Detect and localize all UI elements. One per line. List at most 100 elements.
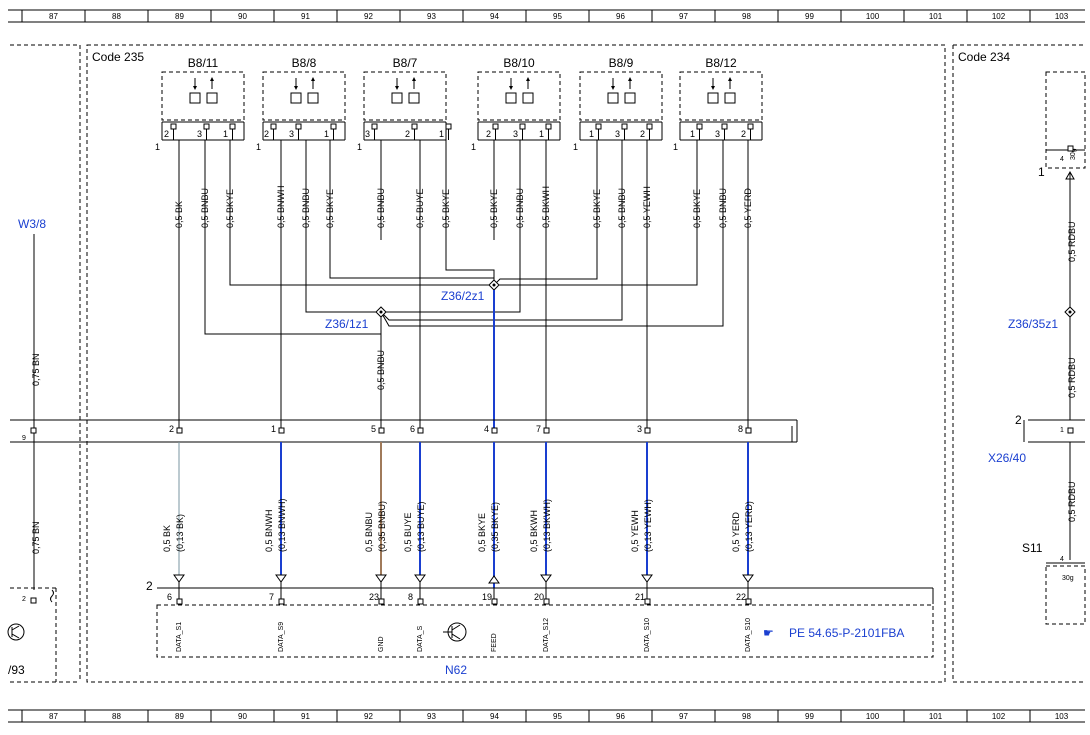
left-transistor-icon [7, 623, 25, 641]
ruler-number: 93 [427, 712, 436, 721]
ruler-number: 101 [929, 712, 943, 721]
x26-40-side: 2 [1015, 413, 1022, 427]
connector-pin: 1 [271, 424, 276, 434]
connector-pin: 6 [410, 424, 415, 434]
ruler-number: 103 [1055, 712, 1069, 721]
code-235-frame: Code 235 [10, 44, 946, 683]
upper-wire-label: 0,5 BNBU [301, 188, 311, 228]
mid-connector [10, 419, 798, 443]
sensor-pin: 1 [589, 129, 594, 139]
n62-signal: DATA_S1 [176, 622, 183, 652]
ruler-number: 96 [616, 12, 625, 21]
sensor-side-label: 1 [471, 142, 476, 152]
upper-wire-label: 0,5 BUYE [415, 188, 425, 228]
ruler-number: 102 [992, 712, 1006, 721]
n62-signal: DATA_S10 [644, 618, 651, 652]
splice-wiring [204, 240, 724, 335]
x26-40-label: X26/40 [988, 451, 1026, 465]
lower-wire-label-alt: (0,13 BK) [175, 514, 185, 552]
n62-pin: 8 [408, 592, 413, 602]
upper-wire-label: 0,5 BKYE [592, 189, 602, 228]
splice-z36-1z1: Z36/1z1 [325, 306, 387, 331]
sensor-pin: 1 [324, 129, 329, 139]
connector-pin: 8 [738, 424, 743, 434]
sensor-pin: 2 [164, 129, 169, 139]
upper-wire-label: 0,5 BKYE [325, 189, 335, 228]
n62-pin: 7 [269, 592, 274, 602]
ruler-number: 94 [490, 12, 499, 21]
lower-wire-label-alt: (0,13 YERD) [744, 501, 754, 552]
n62-pins: 6DATA_S17DATA_S923GND8DATA_S19FEED20DATA… [167, 588, 752, 652]
ruler-number: 97 [679, 12, 688, 21]
code-234-frame: Code 234 [952, 44, 1085, 683]
ruler-number: 103 [1055, 12, 1069, 21]
ruler-number: 100 [866, 12, 880, 21]
lower-wire-label-alt: (0,13 BNWH) [277, 498, 287, 552]
ruler-number: 96 [616, 712, 625, 721]
sensor-label: B8/10 [503, 56, 535, 70]
ruler-number: 100 [866, 712, 880, 721]
right-label-one: 1 [1038, 165, 1045, 179]
sensor-pin: 2 [264, 129, 269, 139]
sensor-label: B8/9 [609, 56, 634, 70]
sensor-pin: 1 [223, 129, 228, 139]
sensor-label: B8/8 [292, 56, 317, 70]
connector-pin: 5 [371, 424, 376, 434]
upper-wire-label: 0,5 YERD [743, 188, 753, 228]
right-sig-top: 30g [1070, 148, 1077, 160]
connector-pin: 3 [637, 424, 642, 434]
sensor-pin: 3 [615, 129, 620, 139]
lower-wire-label: 0,5 BNWH [264, 509, 274, 552]
ruler-number: 97 [679, 712, 688, 721]
ruler-number: 95 [553, 12, 562, 21]
connector-pin: 4 [484, 424, 489, 434]
ruler-number: 89 [175, 12, 184, 21]
left-fragment-label: /93 [8, 663, 25, 677]
hand-pointer-icon: ☛ [763, 626, 774, 640]
ruler-number: 88 [112, 12, 121, 21]
lower-wire-label-alt: (0,35 BKYE) [490, 502, 500, 552]
ruler-number: 89 [175, 712, 184, 721]
n62-label: N62 [445, 663, 467, 677]
code-235-label: Code 235 [92, 50, 144, 64]
upper-wire-label: 0,5 BNWH [276, 185, 286, 228]
n62-pin: 6 [167, 592, 172, 602]
s11-sig: 30g [1062, 575, 1074, 582]
lower-wire-label: 0,5 BNBU [364, 512, 374, 552]
sensor-pin: 1 [439, 129, 444, 139]
sensor-label: B8/12 [705, 56, 737, 70]
ruler-number: 101 [929, 12, 943, 21]
n62-reference-link[interactable]: PE 54.65-P-2101FBA [789, 626, 904, 640]
w3-8-label: W3/8 [18, 217, 46, 231]
connector-pin: 7 [536, 424, 541, 434]
n62-pin: 23 [369, 592, 379, 602]
sensor-side-label: 1 [673, 142, 678, 152]
lower-wire-label-alt: (0,13 BUYE) [416, 501, 426, 552]
lower-wire-group: 0,5 BK(0,13 BK)0,5 BNWH(0,13 BNWH)0,5 BN… [162, 442, 754, 588]
vertical-wires-upper [178, 240, 749, 428]
upper-wire-label: 0,5 BNBU [200, 188, 210, 228]
ruler-number: 94 [490, 712, 499, 721]
n62-signal: DATA_S12 [543, 618, 550, 652]
w3-8-pin: 9 [22, 435, 26, 442]
upper-wire-label: 0,5 BKYE [225, 189, 235, 228]
upper-wire-label: 0,5 BKWH [541, 186, 551, 228]
transistor-icon [443, 622, 467, 642]
w3-8-wire-label-2: 0,75 BN [31, 521, 41, 554]
lower-wire-label: 0,5 YEWH [630, 510, 640, 552]
ruler-number: 90 [238, 12, 247, 21]
lower-wire-label: 0,5 BKWH [529, 510, 539, 552]
sensor-side-label: 1 [256, 142, 261, 152]
sensor-side-label: 1 [155, 142, 160, 152]
lower-wire-label-alt: (0,13 YEWH) [643, 499, 653, 552]
right-wire-2: 0,5 RDBU [1067, 357, 1077, 398]
